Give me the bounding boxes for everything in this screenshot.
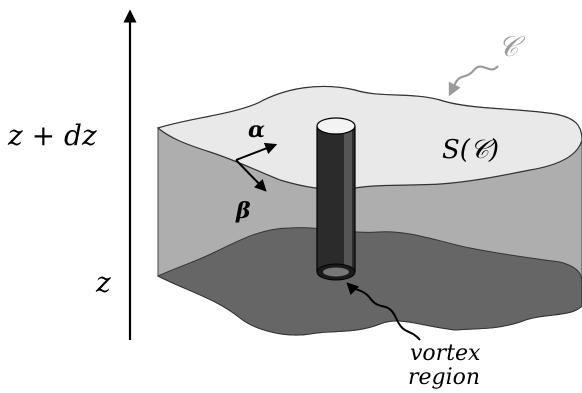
top-surface [156,85,582,190]
vortex-tube [316,117,356,281]
contour-label: 𝒞 [498,30,526,63]
vortex-label-line2: region [408,365,480,390]
vortex-tube-top-cap [316,117,356,135]
contour-pointer-arrow [448,65,499,97]
axis-label-upper: z + dz [7,119,97,152]
vortex-pointer-arrow [346,282,421,341]
bottom-surface [156,227,582,336]
surface-label: S(𝒞) [442,135,499,165]
axis-label-lower: z [95,266,111,299]
basis-vectors: α β [235,117,278,224]
beta-label: β [235,198,251,224]
vortex-label-line1: vortex [410,341,481,366]
alpha-label: α [248,117,265,143]
beta-vector [235,159,267,192]
alpha-vector [235,142,278,161]
